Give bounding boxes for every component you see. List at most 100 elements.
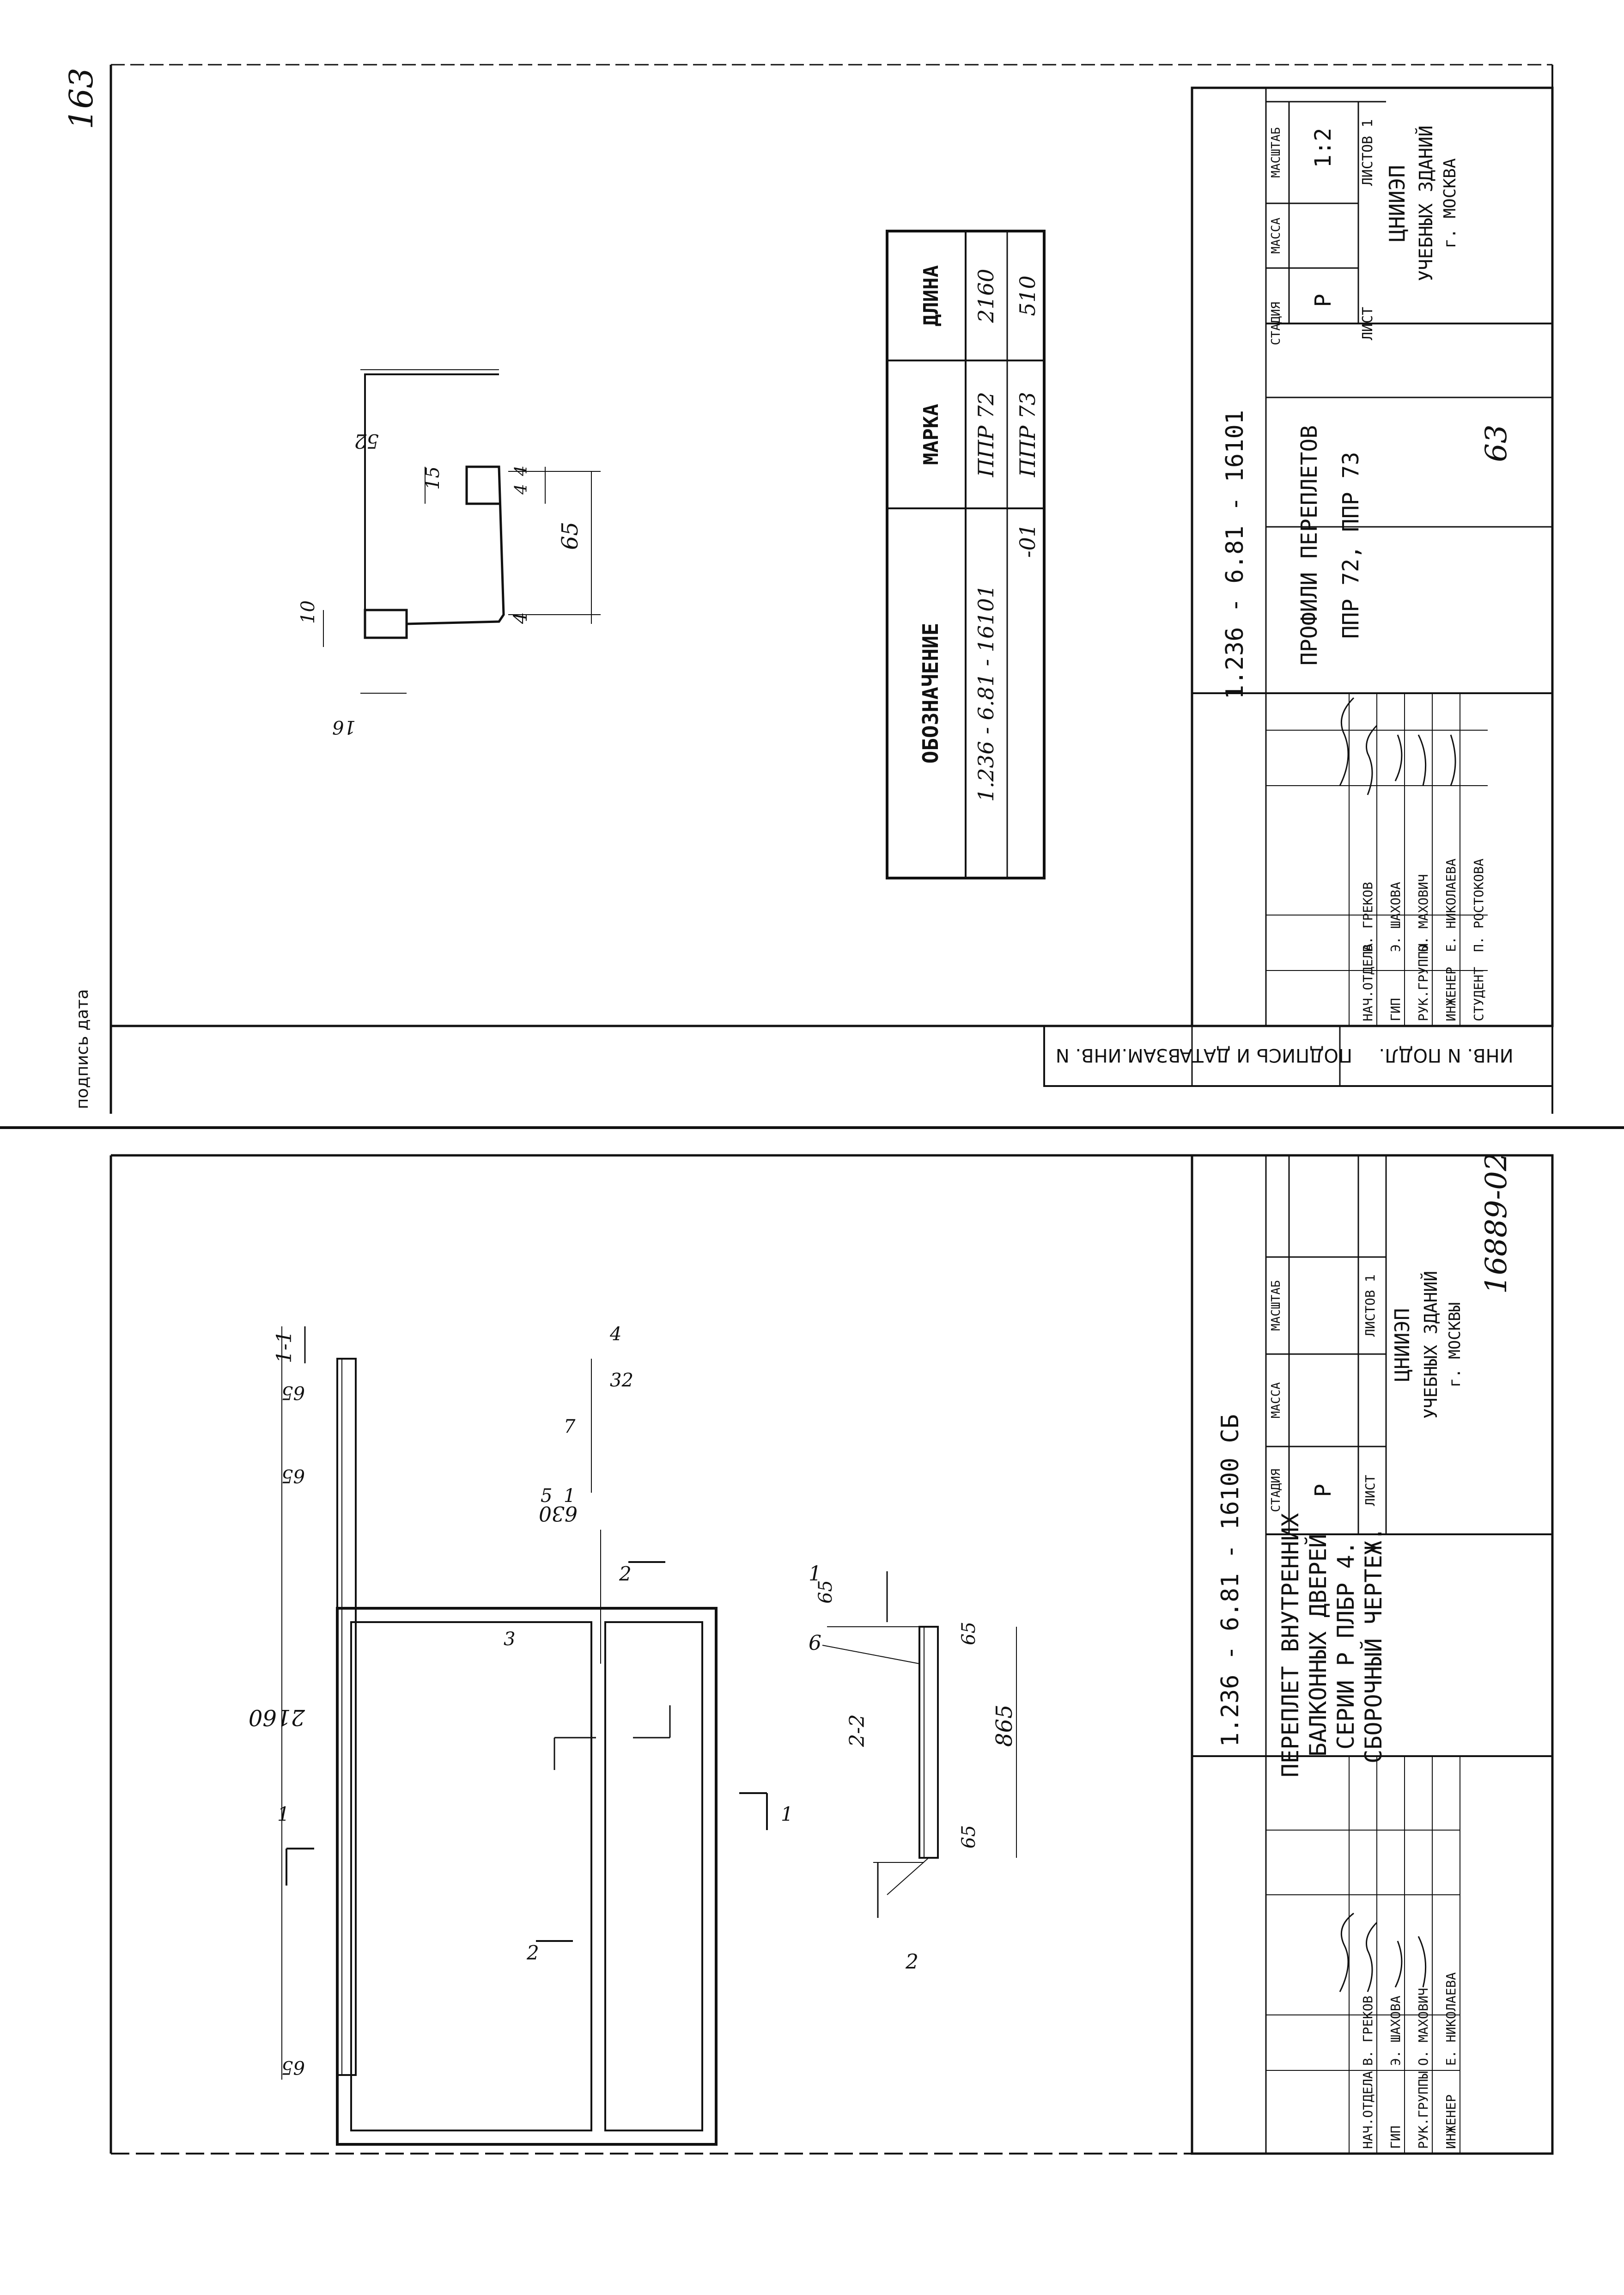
section-11-callout-5: 5 <box>541 1485 552 1507</box>
top-staff-name-4: П. РОСТОКОВА <box>1471 859 1486 952</box>
spec-row0-code: 1.236 - 6.81 - 16101 <box>973 585 998 802</box>
section-22-dim-a: 65 <box>958 1622 979 1645</box>
section-22-callout-6: 6 <box>809 1631 821 1655</box>
bottom-staff-list: НАЧ.ОТДЕЛА В. ГРЕКОВ ГИП Э. ШАХОВА РУК.Г… <box>1339 1912 1459 2149</box>
top-drawing-code: 1.236 - 6.81 - 16101 <box>1221 410 1249 699</box>
top-staff-role-1: ГИП <box>1388 998 1403 1021</box>
bottom-title-line3: СЕРИИ Р ПЛБР 4. <box>1332 1541 1359 1750</box>
bottom-staff-name-0: В. ГРЕКОВ <box>1360 1996 1375 2066</box>
section-11-dim-t: 4 <box>609 1324 621 1345</box>
spec-row1-code: -01 <box>1015 524 1040 558</box>
signature-mark <box>1450 734 1456 786</box>
bottom-org-line3: г. МОСКВЫ <box>1446 1302 1464 1387</box>
spec-row0-mark: ППР 72 <box>973 392 998 477</box>
top-staff-list: НАЧ.ОТДЕЛА В. ГРЕКОВ ГИП Э. ШАХОВА РУК.Г… <box>1339 697 1486 1021</box>
signature-mark <box>1339 697 1355 786</box>
top-title-line2: ППР 72, ППР 73 <box>1338 452 1364 639</box>
top-staff-name-1: Э. ШАХОВА <box>1388 882 1403 952</box>
top-scale: 1:2 <box>1310 128 1336 168</box>
section-11-dim-a: 65 <box>281 1382 305 1403</box>
side-label-podpis: ПОДПИСЬ И ДАТА <box>1179 1044 1352 1066</box>
profile-dim-4a: 4 <box>510 612 531 624</box>
top-sheet-label: ЛИСТ <box>1360 307 1376 340</box>
page-frame <box>0 64 1624 2155</box>
bottom-sheet-label: ЛИСТ <box>1362 1475 1378 1506</box>
signature-mark <box>1417 734 1427 786</box>
top-staff-role-2: РУК.ГРУППЫ <box>1416 943 1431 1021</box>
title-block-bottom <box>1191 1154 1554 2155</box>
section-22-dim-c: 65 <box>815 1580 836 1604</box>
side-label-inv: ИНВ. N ПОДЛ. <box>1379 1044 1513 1066</box>
side-label-vzam: ВЗАМ.ИНВ. N <box>1056 1044 1180 1066</box>
bottom-staff-name-1: Э. ШАХОВА <box>1388 1996 1403 2066</box>
section-11-callout-1: 1 <box>564 1485 575 1507</box>
signature-mark <box>1339 1912 1354 1992</box>
top-staff-role-4: СТУДЕНТ <box>1471 967 1486 1021</box>
sheet-top: 1.236 - 6.81 - 16101 ПРОФИЛИ ПЕРЕПЛЕТОВ … <box>298 86 1554 1027</box>
spec-row1-mark: ППР 73 <box>1015 392 1040 477</box>
section-11-dim-total: 2160 <box>249 1704 305 1730</box>
profile-dim-52: 52 <box>354 430 379 452</box>
bottom-drawing-code: 1.236 - 6.81 - 16100 СБ <box>1216 1414 1244 1747</box>
signature-mark <box>1366 725 1378 795</box>
profile-dim-15: 15 <box>422 466 444 490</box>
door-frame-elevation: 1 1 2 2 <box>277 1561 793 2146</box>
top-staff-role-3: ИНЖЕНЕР <box>1443 967 1459 1021</box>
spec-row1-length: 510 <box>1015 275 1040 316</box>
archive-number: 16889-02 <box>1479 1152 1514 1294</box>
top-head-scale: МАСШТАБ <box>1269 127 1283 178</box>
spec-table: ОБОЗНАЧЕНИЕ МАРКА ДЛИНА 1.236 - 6.81 - 1… <box>886 230 1046 879</box>
signature-mark <box>1394 1941 1403 1988</box>
profile-dim-4c: 4 <box>512 465 531 476</box>
side-strip: ВЗАМ.ИНВ. N ПОДПИСЬ И ДАТА ИНВ. N ПОДЛ. … <box>73 989 1553 1109</box>
spec-row0-length: 2160 <box>973 269 998 323</box>
top-staff-name-2: О. МАХОВИЧ <box>1416 874 1431 952</box>
view-mark-2b: 2 <box>619 1563 632 1585</box>
bottom-staff-name-3: Е. НИКОЛАЕВА <box>1443 1972 1459 2066</box>
top-head-mass: МАССА <box>1269 218 1283 254</box>
bottom-title-line1: ПЕРЕПЛЕТ ВНУТРЕННИХ <box>1277 1513 1304 1777</box>
bottom-staff-role-3: ИНЖЕНЕР <box>1443 2094 1459 2149</box>
section-11-callout-7: 7 <box>564 1416 576 1437</box>
view-mark-1b: 1 <box>781 1803 793 1825</box>
top-stage: Р <box>1310 294 1336 307</box>
section-2-2: 2-2 865 65 65 65 6 1 2 <box>809 1562 1017 1974</box>
side-label-left-fragment: подпись дата <box>73 989 92 1109</box>
signature-mark <box>1417 1936 1427 1988</box>
top-head-stage: СТАДИЯ <box>1269 302 1283 345</box>
profile-dim-16: 16 <box>332 716 356 738</box>
profile-dim-10: 10 <box>298 600 319 624</box>
section-11-callout-3: 3 <box>504 1629 515 1650</box>
section-22-dim-total: 865 <box>991 1704 1017 1747</box>
section-22-label: 2-2 <box>845 1714 869 1747</box>
archive-page: 63 <box>1479 425 1514 462</box>
bottom-head-stage: СТАДИЯ <box>1269 1469 1283 1512</box>
view-mark-1a: 1 <box>277 1803 290 1825</box>
section-22-callout-2: 2 <box>905 1950 918 1974</box>
spec-header-2: ДЛИНА <box>919 265 943 326</box>
top-staff-role-0: НАЧ.ОТДЕЛА <box>1360 943 1375 1021</box>
section-11-dim-end: 32 <box>610 1370 633 1391</box>
top-org-line1: ЦНИИЭП <box>1385 165 1410 242</box>
top-title-line1: ПРОФИЛИ ПЕРЕПЛЕТОВ <box>1296 425 1322 665</box>
bottom-title-line4: СБОРОЧНЫЙ ЧЕРТЕЖ. <box>1360 1527 1387 1764</box>
section-22-callout-1: 1 <box>809 1562 821 1586</box>
section-11-dim-c: 65 <box>281 2057 305 2078</box>
profile-drawing: 10 16 4 65 4 4 15 52 <box>298 369 601 738</box>
view-mark-2a: 2 <box>526 1941 539 1964</box>
spec-header-1: МАРКА <box>919 404 943 465</box>
profile-dim-4b: 4 <box>512 484 531 495</box>
section-11-dim-span: 630 <box>539 1502 578 1525</box>
signature-mark <box>1394 734 1403 781</box>
bottom-title-line2: БАЛКОННЫХ ДВЕРЕЙ <box>1304 1534 1332 1757</box>
bottom-sheets-label: ЛИСТОВ 1 <box>1362 1275 1378 1337</box>
top-org-line3: г. МОСКВА <box>1441 158 1460 248</box>
bottom-staff-role-1: ГИП <box>1388 2125 1403 2149</box>
top-sheets-label: ЛИСТОВ 1 <box>1360 119 1376 186</box>
bottom-staff-role-0: НАЧ.ОТДЕЛА <box>1360 2071 1375 2149</box>
bottom-head-scale: МАСШТАБ <box>1269 1280 1283 1331</box>
bottom-stage: Р <box>1310 1484 1336 1497</box>
spec-header-0: ОБОЗНАЧЕНИЕ <box>918 623 943 764</box>
signature-mark <box>1366 1922 1378 1992</box>
